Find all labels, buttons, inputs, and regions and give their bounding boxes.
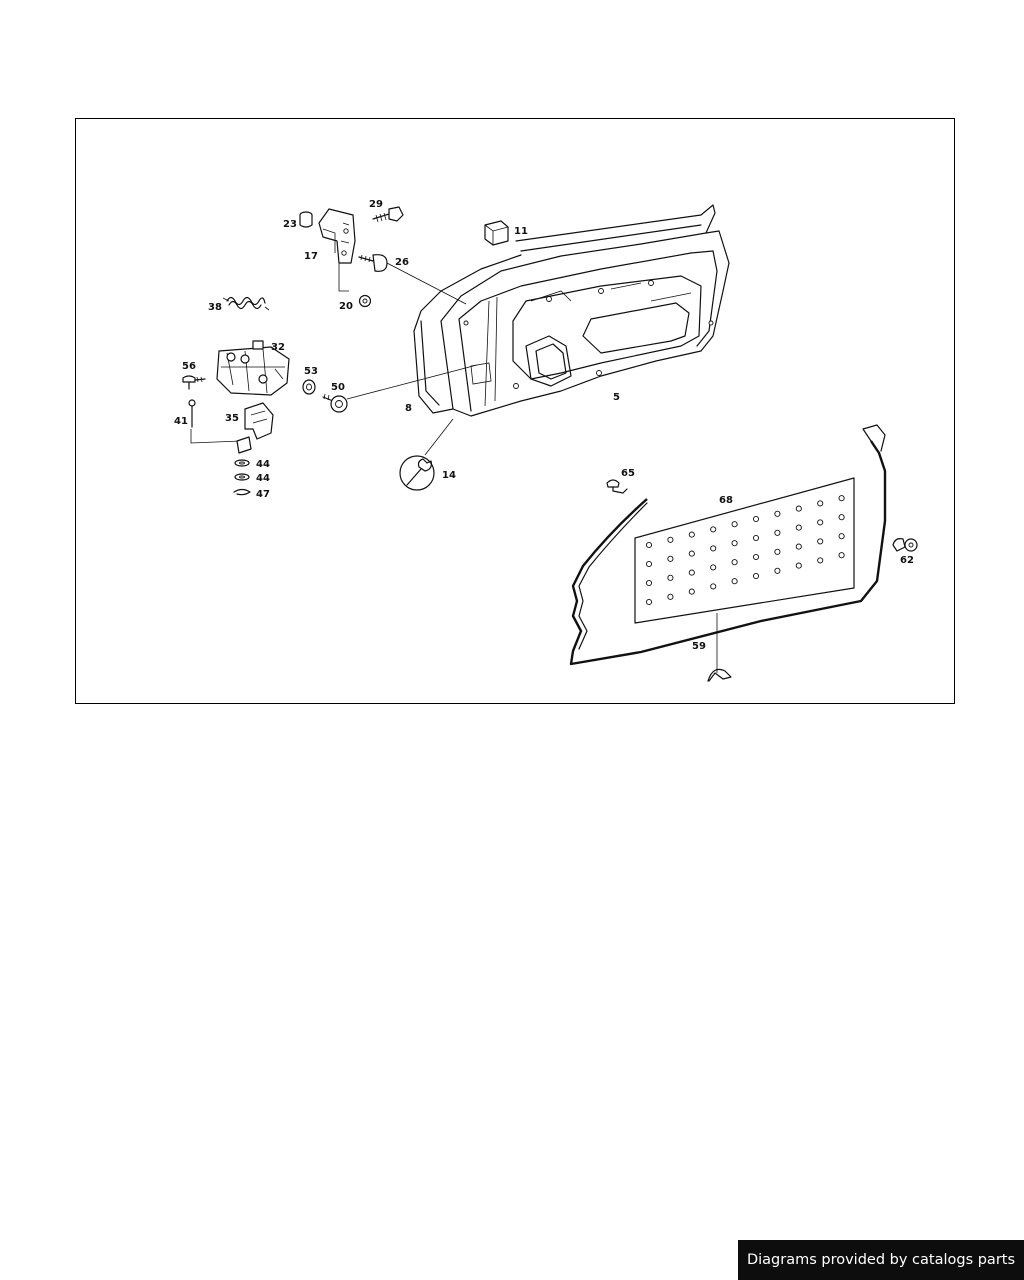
bolt-part-29	[372, 206, 404, 223]
callout-35: 35	[225, 413, 239, 424]
panel-hole	[688, 531, 695, 538]
callout-68: 68	[719, 495, 733, 506]
block-part-11	[484, 220, 509, 246]
panel-hole	[645, 560, 653, 568]
callout-labels: 5 8 11 14 17 20 23 26 29 32 35 38 41 44 …	[174, 199, 914, 652]
spring-part-38	[222, 296, 270, 311]
parts-diagram-frame: 5 8 11 14 17 20 23 26 29 32 35 38 41 44 …	[75, 118, 955, 704]
exploded-parts-diagram: 5 8 11 14 17 20 23 26 29 32 35 38 41 44 …	[174, 199, 918, 682]
panel-hole	[688, 569, 695, 576]
panel-hole	[838, 533, 845, 540]
panel-hole	[667, 536, 674, 543]
panel-hole	[774, 567, 781, 574]
callout-8: 8	[405, 403, 412, 414]
callout-44-upper: 44	[256, 459, 270, 470]
callout-56: 56	[182, 361, 196, 372]
panel-hole	[667, 593, 674, 600]
callout-53: 53	[304, 366, 318, 377]
callout-41: 41	[174, 416, 188, 427]
hinge-part-17	[318, 208, 356, 292]
bolt-part-56	[182, 375, 206, 390]
callout-17: 17	[304, 251, 318, 262]
panel-hole	[795, 543, 802, 550]
callout-44-lower: 44	[256, 473, 270, 484]
door-lock-part-32	[216, 340, 290, 396]
panel-hole	[774, 548, 781, 555]
callout-14: 14	[442, 470, 456, 481]
panel-hole	[710, 583, 717, 590]
outer-door-skin	[413, 254, 522, 414]
door-shell	[440, 204, 730, 417]
bracket-part-35	[236, 402, 274, 454]
clip-part-47	[233, 488, 251, 496]
callout-50: 50	[331, 382, 345, 393]
callout-26: 26	[395, 257, 409, 268]
panel-hole	[731, 521, 738, 528]
callout-59: 59	[692, 641, 706, 652]
panel-hole	[752, 572, 760, 580]
callout-5: 5	[613, 392, 620, 403]
bolt-part-26	[358, 254, 467, 305]
panel-hole	[838, 514, 845, 521]
panel-hole	[795, 524, 802, 531]
bushing-part-23	[299, 211, 313, 228]
credit-banner: Diagrams provided by catalogs parts	[738, 1240, 1024, 1280]
panel-hole	[795, 505, 802, 512]
callout-23: 23	[283, 219, 297, 230]
panel-hole	[731, 578, 738, 585]
panel-hole	[731, 559, 738, 566]
panel-hole	[710, 564, 717, 571]
panel-hole	[710, 545, 717, 552]
panel-hole	[795, 562, 802, 569]
panel-hole	[710, 526, 717, 533]
callout-29: 29	[369, 199, 383, 210]
panel-hole	[667, 555, 674, 562]
bolt-part-50	[322, 364, 478, 413]
tool-reference-part-14	[399, 418, 454, 491]
nut-part-20	[358, 294, 372, 308]
callout-65: 65	[621, 468, 635, 479]
panel-hole	[645, 579, 653, 587]
panel-hole	[817, 538, 824, 545]
panel-hole	[752, 534, 760, 542]
callout-38: 38	[208, 302, 222, 313]
callout-20: 20	[339, 301, 353, 312]
clip-part-62	[892, 538, 918, 552]
sound-panel-part-68	[634, 477, 855, 624]
callout-32: 32	[271, 342, 285, 353]
callout-11: 11	[514, 226, 528, 237]
callout-47: 47	[256, 489, 270, 500]
panel-hole	[774, 510, 781, 517]
credit-text: Diagrams provided by catalogs parts	[746, 1252, 1016, 1268]
panel-hole	[667, 574, 674, 581]
panel-hole	[838, 495, 845, 502]
panel-hole	[817, 519, 824, 526]
washer-part-53	[302, 379, 316, 395]
pin-part-41	[188, 399, 242, 444]
door-seal-part-59	[569, 424, 887, 682]
panel-hole	[688, 588, 695, 595]
panel-hole	[688, 550, 695, 557]
panel-hole	[752, 553, 760, 561]
panel-hole	[645, 541, 653, 549]
panel-hole	[838, 552, 845, 559]
washer-part-44-upper	[234, 459, 250, 467]
panel-hole	[817, 500, 824, 507]
panel-hole	[752, 515, 760, 523]
panel-hole	[731, 540, 738, 547]
panel-hole	[817, 557, 824, 564]
washer-part-44-lower	[234, 473, 250, 481]
callout-62: 62	[900, 555, 914, 566]
panel-hole	[774, 529, 781, 536]
clip-part-65	[606, 479, 628, 494]
panel-hole	[645, 598, 653, 606]
